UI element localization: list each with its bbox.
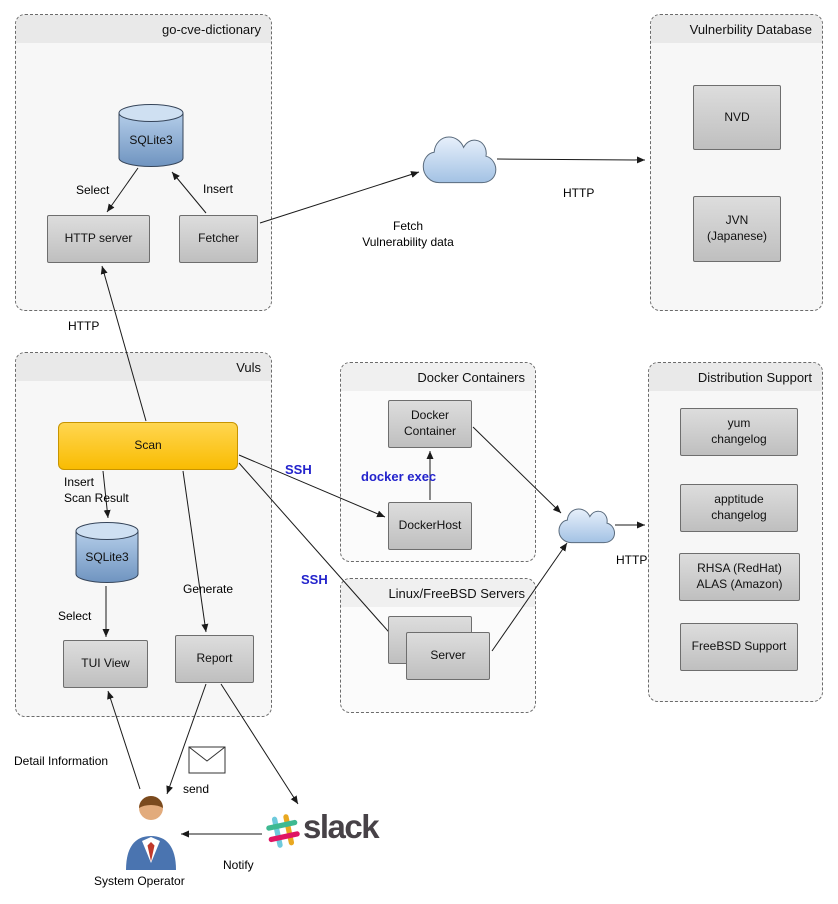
group-docker-title: Docker Containers (417, 369, 525, 385)
group-title: Docker Containers (341, 363, 535, 391)
group-linux-title: Linux/FreeBSD Servers (388, 585, 525, 601)
label-notify: Notify (223, 858, 254, 872)
label-detail-information: Detail Information (14, 754, 109, 768)
label-ssh-linux: SSH (301, 572, 328, 587)
group-dist-title: Distribution Support (697, 369, 812, 385)
arrow-scan-to-dockerhost-ssh (238, 454, 386, 518)
label-select-vuls: Select (58, 609, 92, 623)
sqlite3-label: SQLite3 (85, 550, 129, 564)
node-tui-view: TUI View (63, 640, 148, 688)
sqlite3-database-go-cve: SQLite3 (117, 103, 185, 174)
node-docker-host: DockerHost (388, 502, 472, 550)
arrow-scan-to-httpserver-http (100, 265, 147, 422)
label-fetch-vulnerability-data: Fetch Vulnerability data (362, 219, 454, 250)
label-ssh-docker: SSH (285, 462, 312, 477)
arrow-cloud-to-vulndb-http (496, 156, 646, 164)
label-insert-scan-result: Insert Scan Result (64, 475, 129, 506)
arrow-report-to-slack (220, 683, 299, 805)
arrow-scan-to-server-ssh (238, 462, 404, 649)
node-docker-container: Docker Container (388, 400, 472, 448)
label-http-dist: HTTP (616, 553, 648, 567)
group-vulndb-title: Vulnerbility Database (689, 21, 812, 37)
label-send: send (183, 782, 210, 796)
node-report: Report (175, 635, 254, 683)
internet-cloud-top (423, 137, 496, 183)
node-nvd: NVD (693, 85, 781, 150)
system-operator-icon (122, 790, 180, 875)
arrow-fetcher-to-cloud-fetch (259, 171, 420, 224)
label-select-go-cve: Select (76, 183, 110, 197)
group-title: Vulnerbility Database (651, 15, 822, 43)
group-title: go-cve-dictionary (16, 15, 271, 43)
internet-cloud-right (559, 509, 615, 543)
node-server: Server (406, 632, 490, 680)
arrow-operator-to-tui-detail (107, 690, 141, 790)
sqlite3-database-vuls: SQLite3 (74, 521, 140, 590)
label-http-vulndb: HTTP (563, 186, 595, 200)
arrow-report-to-operator-send (166, 683, 207, 795)
group-title: Linux/FreeBSD Servers (341, 579, 535, 607)
group-title: Vuls (16, 353, 271, 381)
label-system-operator: System Operator (94, 874, 185, 888)
slack-hash-icon (264, 812, 302, 855)
node-apptitude-changelog: apptitude changelog (680, 484, 798, 532)
label-http-go-cve: HTTP (68, 319, 100, 333)
group-vulnerability-database: Vulnerbility Database (650, 14, 823, 311)
node-scan: Scan (58, 422, 238, 470)
sqlite3-label: SQLite3 (129, 133, 173, 147)
node-fetcher: Fetcher (179, 215, 258, 263)
group-go-cve-title: go-cve-dictionary (162, 21, 261, 37)
node-http-server: HTTP server (47, 215, 150, 263)
node-freebsd-support: FreeBSD Support (680, 623, 798, 671)
group-vuls-title: Vuls (236, 359, 261, 375)
node-jvn: JVN (Japanese) (693, 196, 781, 262)
envelope-icon (188, 746, 226, 779)
arrow-scan-to-report-generate (182, 470, 209, 633)
arrow-container-to-cloud (472, 426, 562, 514)
label-insert-go-cve: Insert (203, 182, 234, 196)
arrow-server-to-cloud (491, 542, 568, 652)
slack-wordmark: slack (303, 808, 380, 845)
label-generate: Generate (183, 582, 234, 596)
node-rhsa-alas: RHSA (RedHat) ALAS (Amazon) (679, 553, 800, 601)
arrow-sqlite-to-httpserver-select (106, 167, 139, 213)
arrow-fetcher-to-sqlite-insert (171, 171, 207, 214)
arrow-scan-to-sqlite-insert (102, 470, 111, 519)
group-title: Distribution Support (649, 363, 822, 391)
node-yum-changelog: yum changelog (680, 408, 798, 456)
label-docker-exec: docker exec (361, 469, 437, 484)
